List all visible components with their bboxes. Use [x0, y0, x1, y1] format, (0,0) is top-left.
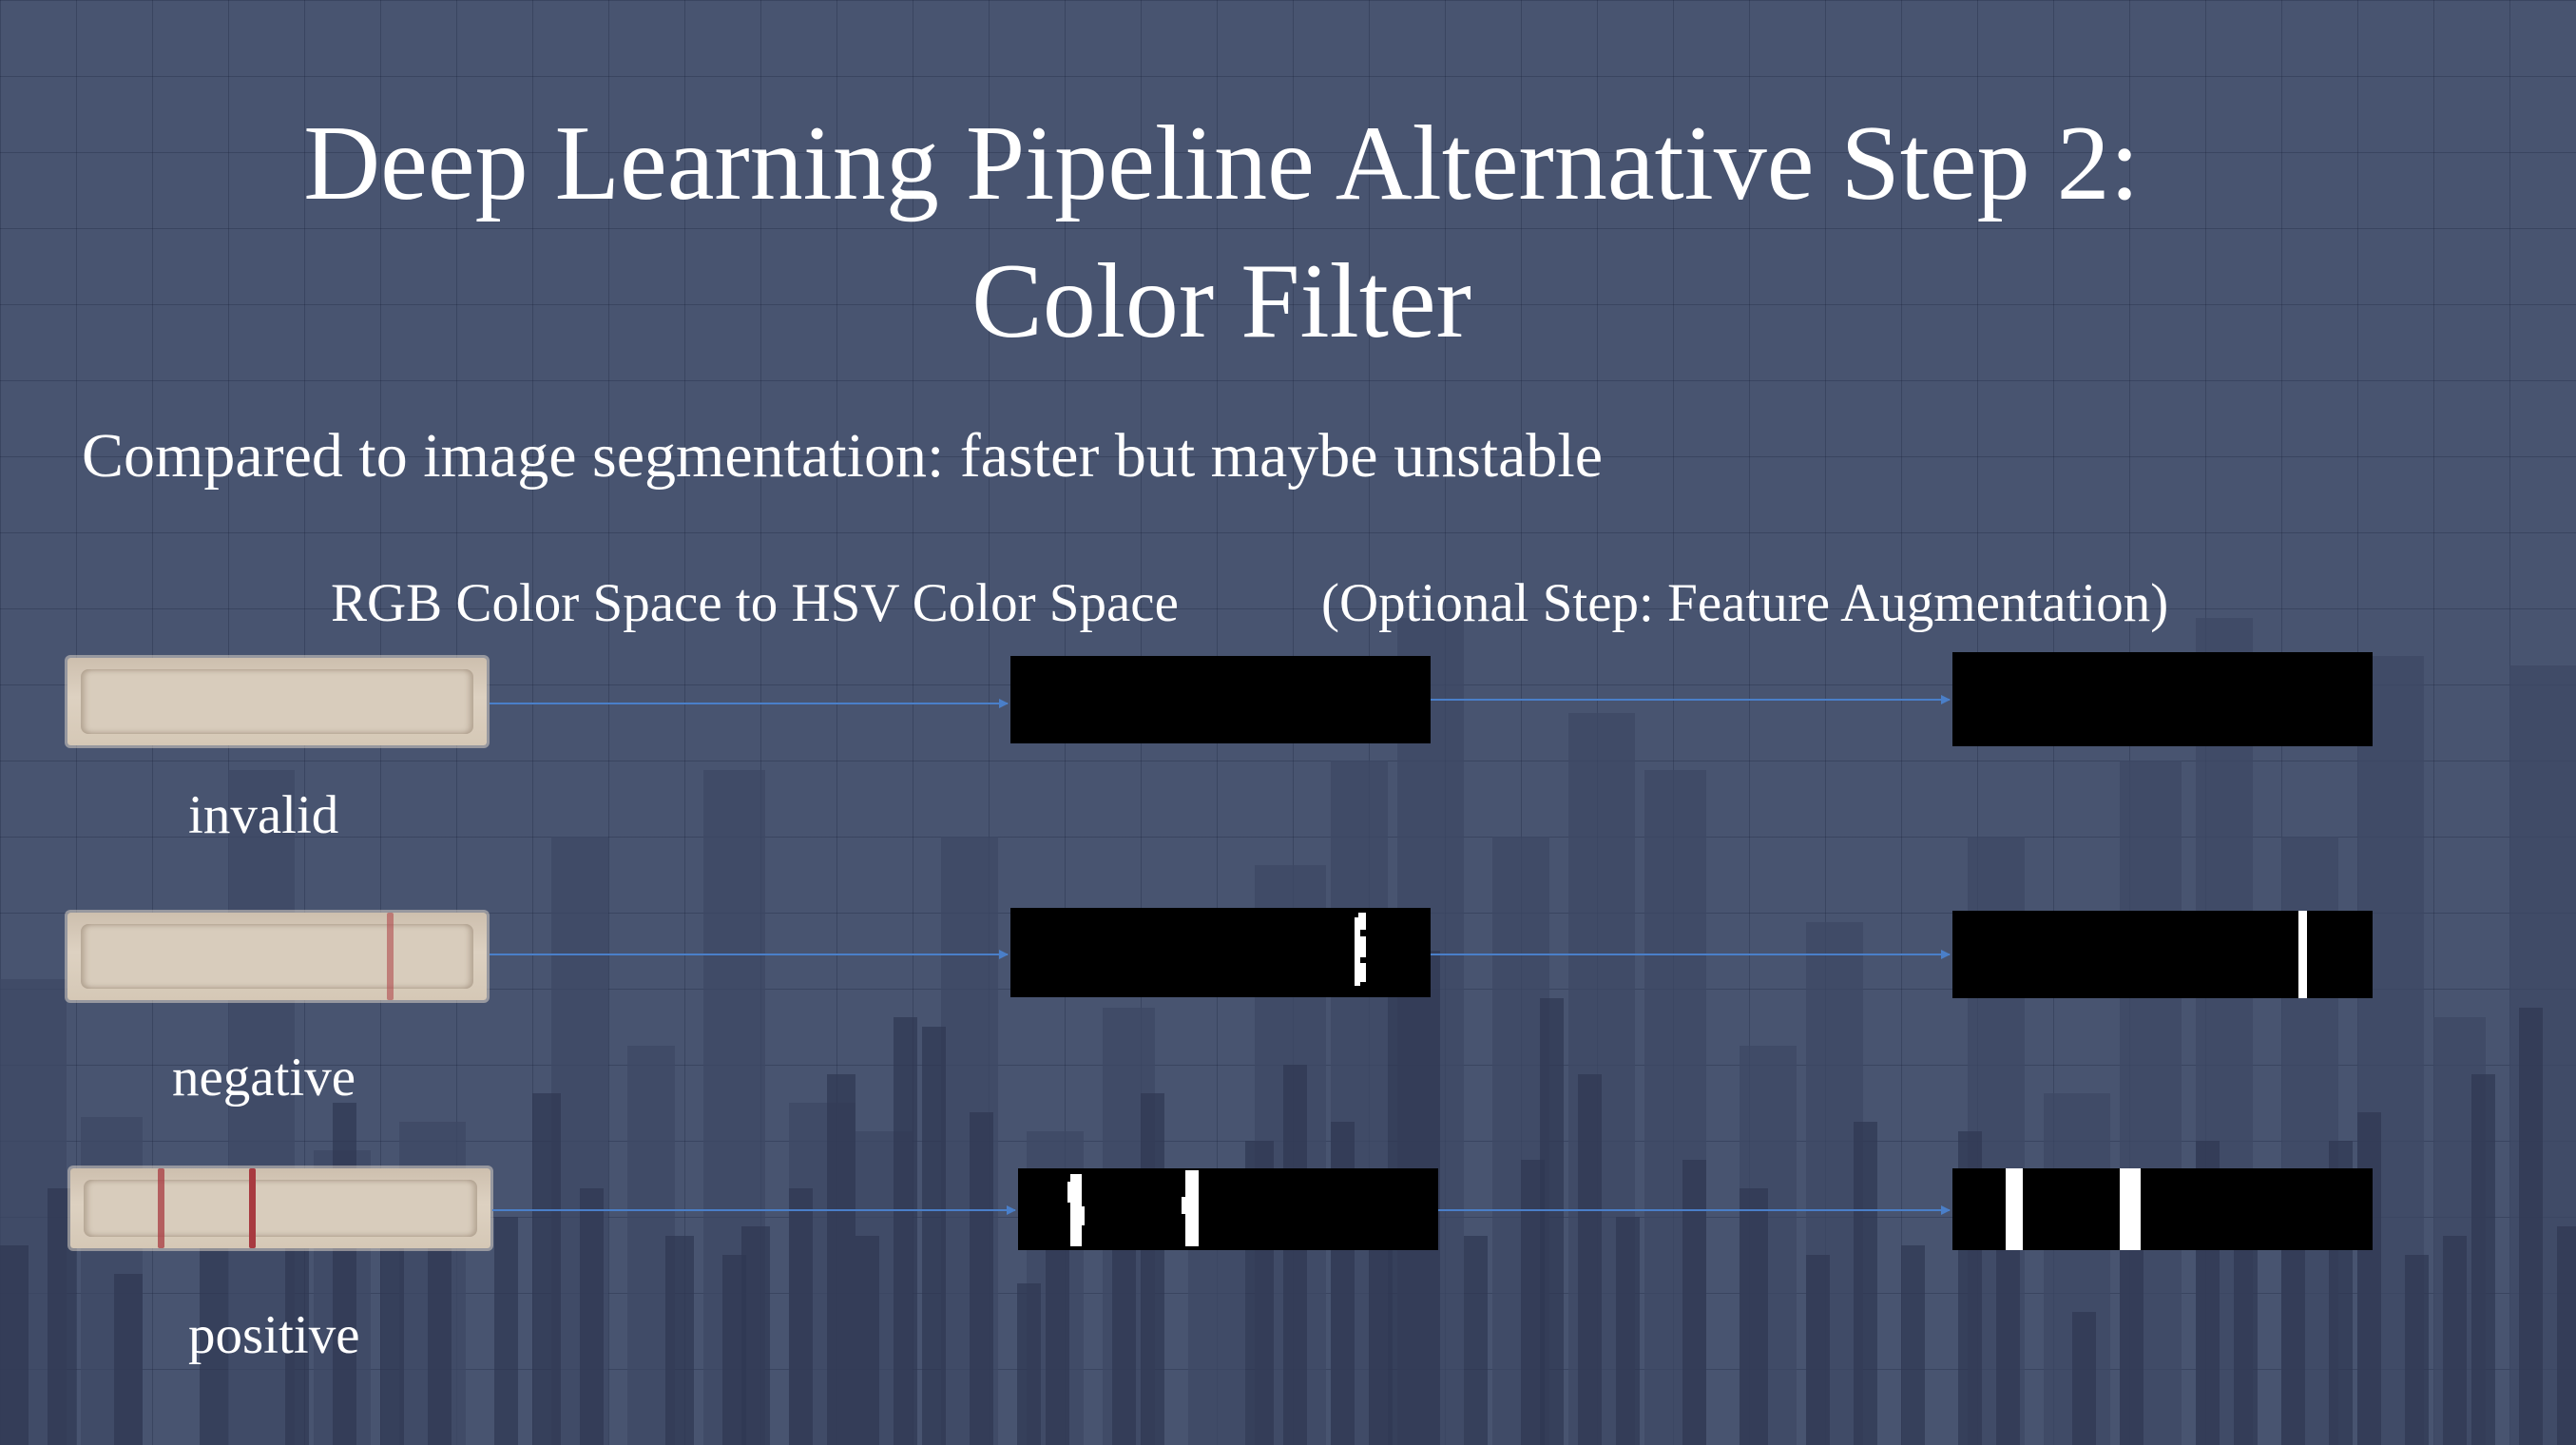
background-bar: [114, 1274, 143, 1445]
mask-stripe: [2298, 911, 2307, 998]
control-line: [387, 913, 394, 1000]
augmented-mask-positive: [1952, 1168, 2373, 1250]
background-bar: [2120, 1245, 2143, 1445]
mask-stripe: [2120, 1168, 2141, 1250]
background-bar: [2557, 1226, 2576, 1445]
row-label-negative: negative: [172, 1048, 356, 1108]
background-bar: [789, 1188, 813, 1445]
background-bar: [894, 1017, 917, 1445]
background-bar: [1616, 1217, 1640, 1445]
background-bar: [228, 770, 295, 1445]
column-heading-augmentation: (Optional Step: Feature Augmentation): [1321, 573, 2169, 633]
background-bar: [2471, 1074, 2495, 1445]
row-label-positive: positive: [188, 1305, 360, 1365]
test-strip-photo-positive: [70, 1168, 490, 1248]
title-line-1: Deep Learning Pipeline Alternative Step …: [303, 105, 2140, 222]
title-line-2: Color Filter: [971, 242, 1471, 360]
hsv-mask-invalid: [1010, 656, 1431, 743]
background-bar: [827, 1074, 855, 1445]
background-bar: [333, 1103, 356, 1445]
background-bar: [2519, 1008, 2543, 1445]
test-strip-photo-negative: [67, 913, 487, 1000]
mask-blob: [1077, 1206, 1085, 1225]
background-bar: [0, 1245, 29, 1445]
row-label-invalid: invalid: [188, 785, 339, 845]
background-bar: [1806, 1255, 1830, 1445]
background-bar: [741, 1226, 770, 1445]
background-bar: [2072, 1312, 2096, 1445]
background-bar: [970, 1112, 993, 1445]
control-line: [249, 1168, 256, 1248]
hsv-mask-positive: [1018, 1168, 1438, 1250]
hsv-mask-negative: [1010, 908, 1431, 997]
mask-blob: [1067, 1182, 1075, 1203]
slide-title: Deep Learning Pipeline Alternative Step …: [0, 95, 2443, 371]
background-bar: [1854, 1122, 1877, 1445]
background-bar: [665, 1236, 694, 1445]
mask-blob: [1182, 1197, 1189, 1214]
background-bar: [1141, 1093, 1164, 1445]
test-strip-photo-invalid: [67, 658, 487, 745]
mask-blob: [1358, 913, 1366, 930]
background-bar: [2281, 1236, 2305, 1445]
slide-subtitle: Compared to image segmentation: faster b…: [82, 421, 1604, 491]
background-bar: [1578, 1074, 1602, 1445]
test-line: [158, 1168, 164, 1248]
background-bar: [1017, 1283, 1041, 1445]
background-bar: [380, 1236, 404, 1445]
background-bar: [1901, 1245, 1925, 1445]
augmented-mask-invalid: [1952, 652, 2373, 746]
background-bar: [1740, 1188, 1768, 1445]
background-bar: [922, 1027, 946, 1445]
background-bar: [1464, 1236, 1488, 1445]
background-bar: [855, 1236, 879, 1445]
background-bar: [2405, 1255, 2429, 1445]
background-bar: [1112, 1245, 1136, 1445]
background-bar: [1682, 1160, 1706, 1445]
mask-blob: [1185, 1170, 1199, 1246]
mask-blob: [1360, 963, 1366, 982]
background-bar: [1283, 1065, 1307, 1445]
background-bar: [1540, 998, 1564, 1445]
background-bar: [2357, 1112, 2381, 1445]
mask-stripe: [2006, 1168, 2023, 1250]
background-bar: [532, 1093, 561, 1445]
background-bar: [494, 1217, 518, 1445]
background-bar: [580, 1188, 604, 1445]
background-bar: [2443, 1236, 2467, 1445]
column-heading-hsv: RGB Color Space to HSV Color Space: [331, 573, 1179, 633]
mask-blob: [1356, 936, 1366, 957]
augmented-mask-negative: [1952, 911, 2373, 998]
